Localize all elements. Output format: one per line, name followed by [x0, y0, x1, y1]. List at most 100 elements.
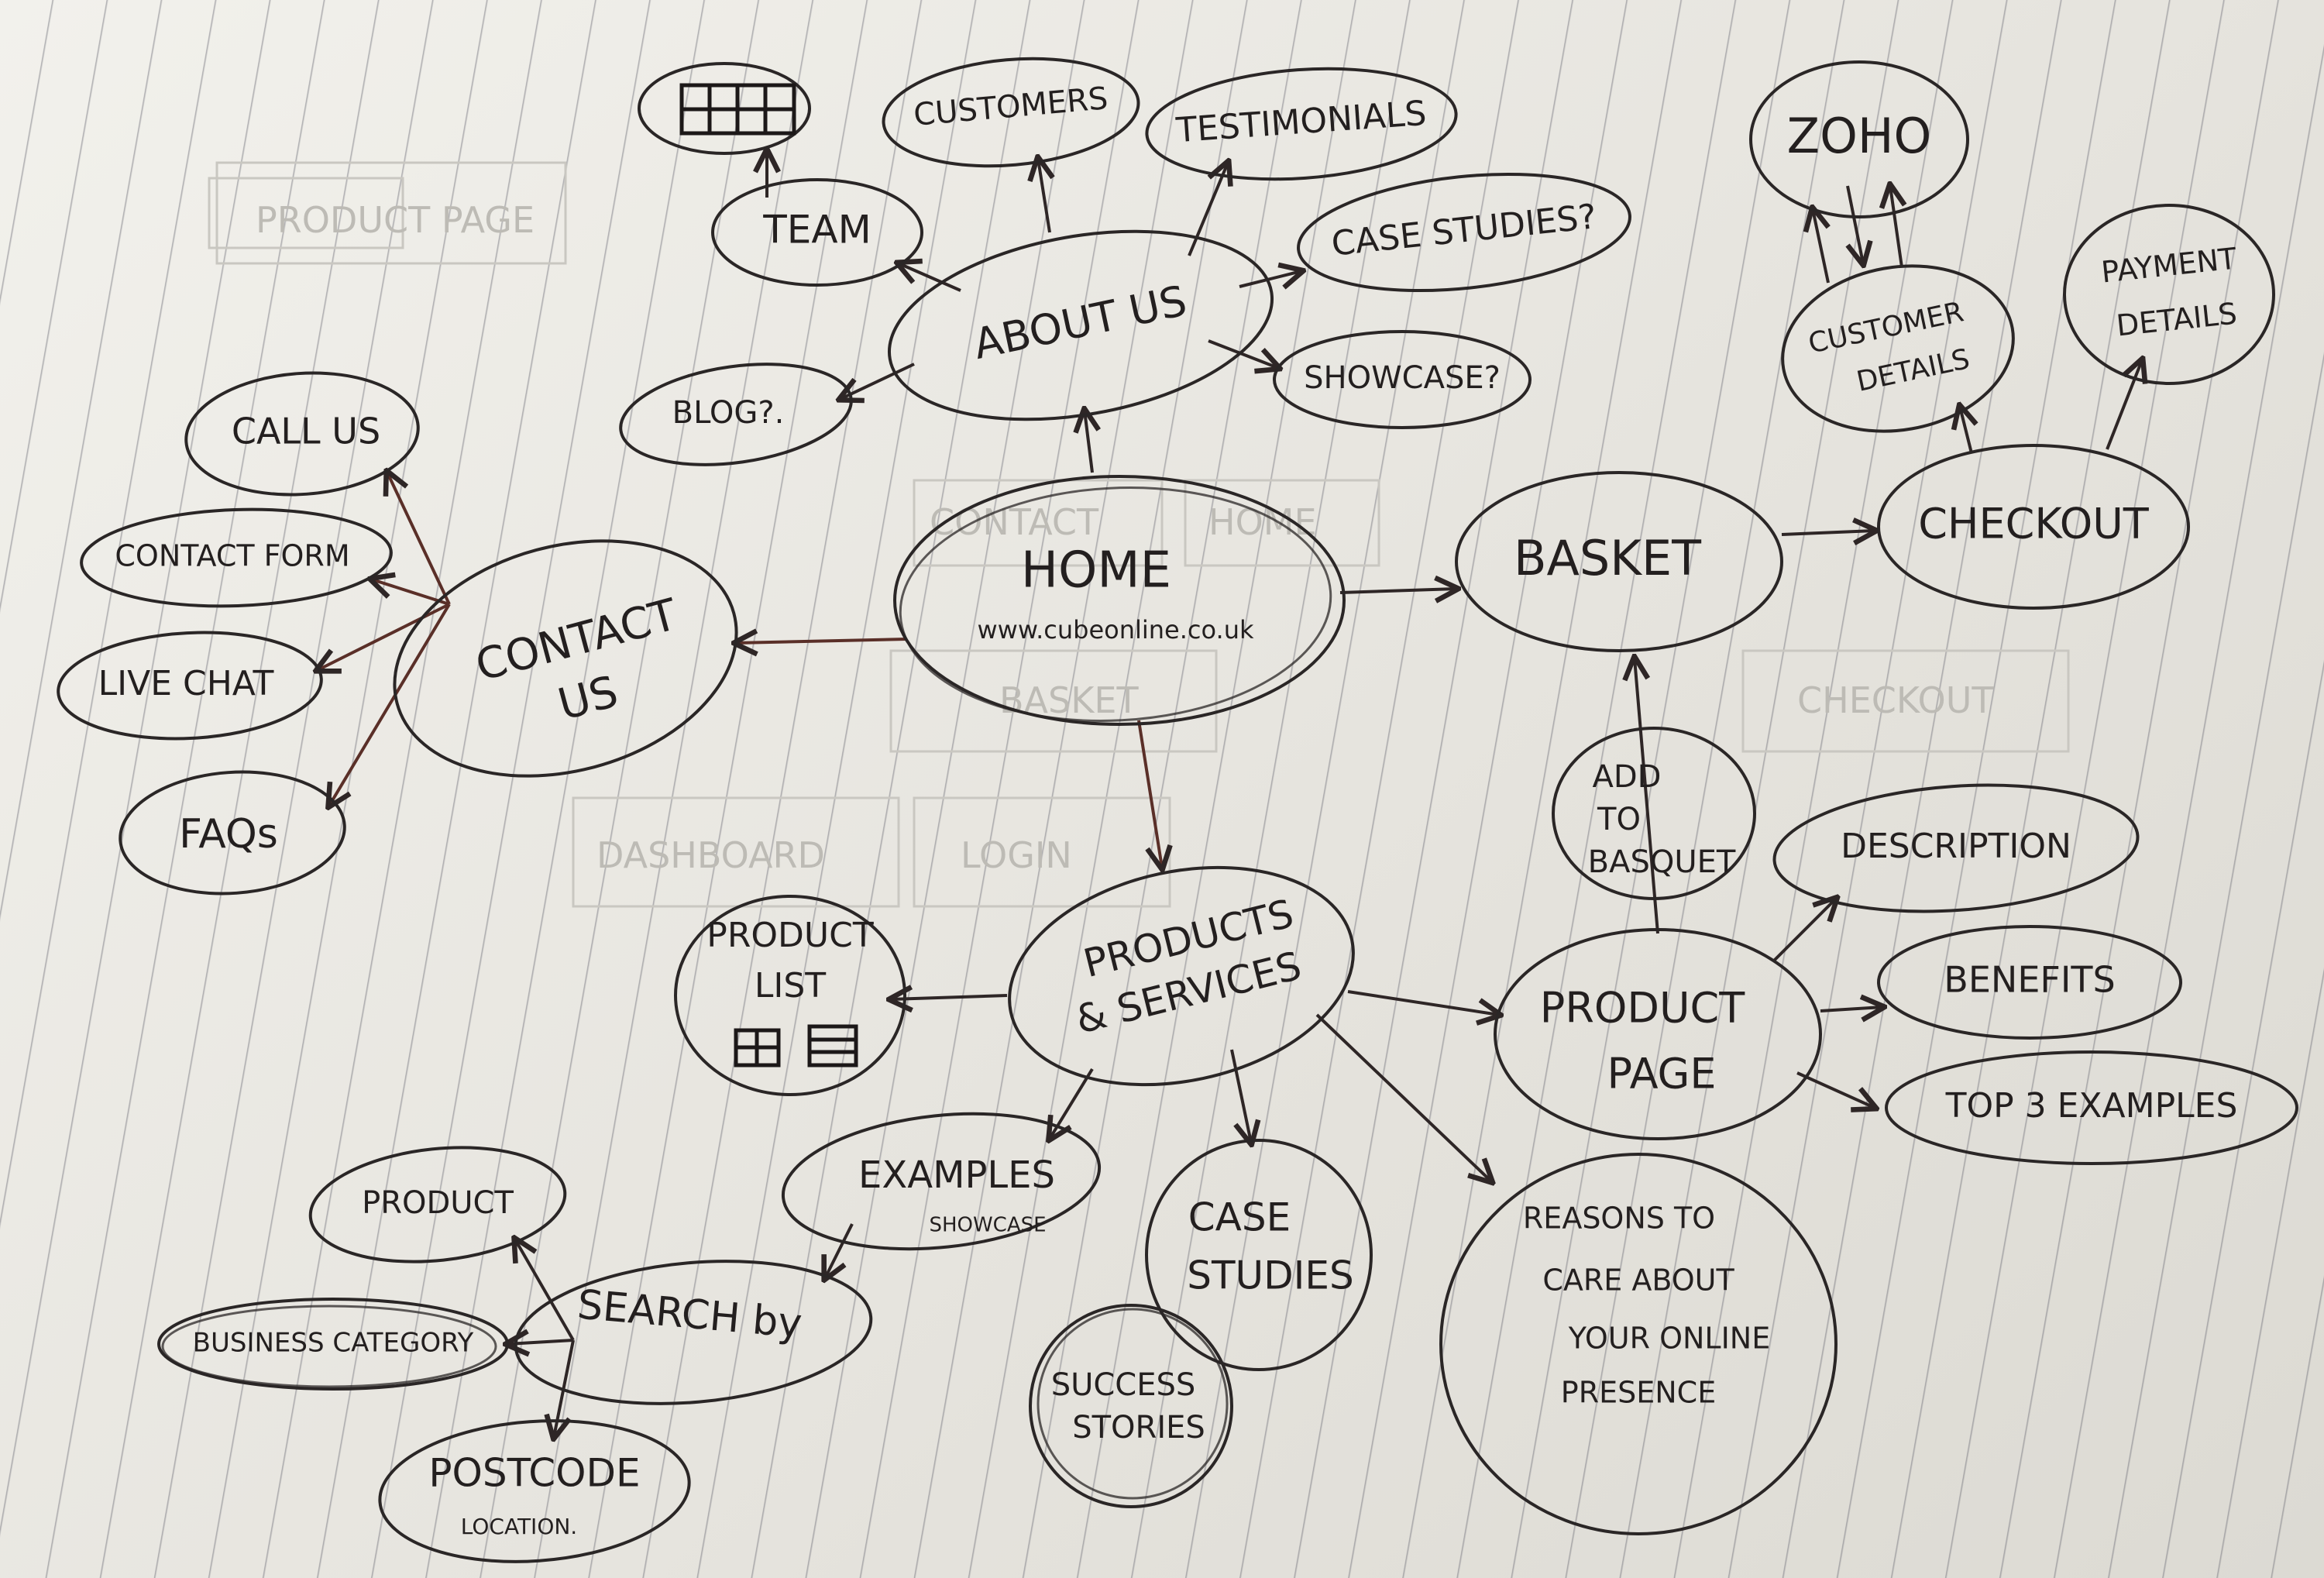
node-product-list-outline [674, 895, 906, 1096]
node-contact-form-outline [80, 507, 393, 608]
node-postcode-label: POSTCODE [428, 1451, 640, 1496]
node-add-to-basket-outline [1552, 727, 1756, 900]
node-contact-us-line2: US [553, 666, 624, 731]
node-reasons: REASONS TO CARE ABOUT YOUR ONLINE PRESEN… [1439, 1153, 1838, 1535]
arrow-productpage-benefits [1820, 1007, 1882, 1011]
node-testimonials: TESTIMONIALS [1145, 67, 1458, 181]
node-checkout: CHECKOUT [1877, 444, 2190, 610]
node-postcode-outline [378, 1419, 691, 1563]
node-home-url: www.cubeonline.co.uk [978, 615, 1254, 645]
ghost-box-1 [208, 177, 404, 249]
node-basket-outline [1455, 471, 1783, 652]
node-contact-form: CONTACT FORM [80, 507, 393, 608]
node-zoho-label: ZOHO [1787, 108, 1932, 164]
arrow-search-business [507, 1340, 574, 1344]
node-add-to-basket: ADD TO BASQUET [1552, 727, 1756, 900]
arrow-home-products [1137, 720, 1162, 868]
arrow-contact-call [387, 473, 451, 605]
node-case-studies-question-label: CASE STUDIES? [1329, 197, 1598, 264]
node-customer-details-outline [1781, 264, 2015, 433]
node-reasons-line4: PRESENCE [1561, 1376, 1716, 1410]
arrow-checkout-customer [1960, 407, 1972, 454]
ghost-product-page-label: PRODUCT PAGE [256, 199, 535, 241]
arrow-about-showcase [1208, 339, 1278, 368]
node-customers-label: CUSTOMERS [913, 81, 1110, 133]
node-zoho: ZOHO [1749, 60, 1969, 218]
node-reasons-outline [1439, 1153, 1838, 1535]
product-list-icons [734, 1024, 858, 1067]
node-team-outline [711, 178, 923, 287]
node-contact-us: CONTACT US [393, 539, 738, 778]
node-case-studies-line2: STUDIES [1187, 1253, 1353, 1298]
arrow-productpage-description [1772, 899, 1836, 962]
node-home-title: HOME [1021, 542, 1171, 600]
node-success-stories-outline-2 [1037, 1308, 1229, 1500]
node-call-us-label: CALL US [232, 411, 380, 452]
arrow-contact-form [372, 579, 450, 606]
arrow-customer-zoho [1813, 209, 1828, 284]
node-case-studies: CASE STUDIES [1145, 1139, 1373, 1371]
node-examples: EXAMPLES SHOWCASE [781, 1112, 1102, 1251]
ghost-box-dashboard [572, 796, 900, 908]
arrow-examples-search [825, 1223, 854, 1278]
node-product-list: PRODUCT LIST [674, 895, 906, 1096]
node-examples-label: EXAMPLES [858, 1153, 1055, 1197]
ghost-basket-label: BASKET [999, 679, 1139, 721]
ghost-box-product-page [215, 161, 567, 265]
ghost-checkout-label: CHECKOUT [1797, 679, 1994, 721]
node-testimonials-label: TESTIMONIALS [1174, 94, 1428, 151]
node-showcase-question-outline [1273, 330, 1532, 429]
node-payment-details: PAYMENT DETAILS [2063, 204, 2275, 385]
node-top-3-examples-label: TOP 3 EXAMPLES [1945, 1086, 2238, 1126]
node-search-by: SEARCH by [514, 1260, 873, 1405]
arrow-home-basket [1339, 589, 1456, 593]
ghost-box-contact [913, 479, 1164, 567]
node-product-page-outline [1494, 928, 1822, 1140]
ghost-box-checkout [1741, 649, 2070, 753]
node-postcode: POSTCODE LOCATION. [378, 1419, 691, 1563]
node-description: DESCRIPTION [1772, 783, 2140, 913]
node-search-by-label: SEARCH by [576, 1281, 804, 1347]
arrow-zoho-customer [1848, 185, 1863, 263]
node-product-list-line2: LIST [755, 966, 826, 1006]
node-contact-us-outline [393, 539, 738, 778]
node-live-chat-outline [57, 631, 323, 741]
node-call-us: CALL US [184, 371, 420, 497]
node-add-to-basket-line3: BASQUET [1588, 844, 1736, 880]
node-benefits: BENEFITS [1877, 925, 2182, 1040]
node-case-studies-outline [1145, 1139, 1373, 1371]
arrow-products-list [891, 995, 1008, 999]
arrow-customer-zoho-2 [1890, 186, 1902, 268]
node-blog-question-outline [619, 363, 853, 466]
arrow-home-about [1085, 411, 1092, 473]
node-business-category: BUSINESS CATEGORY [157, 1298, 509, 1391]
ghost-box-basket [889, 649, 1218, 753]
arrow-contact-faqs [329, 603, 451, 806]
node-examples-sublabel: SHOWCASE [929, 1214, 1046, 1237]
arrow-products-casestudies [1230, 1049, 1251, 1143]
ghost-box-home [1184, 479, 1380, 567]
product-list-stack-icon [807, 1024, 858, 1067]
node-about-us-label: ABOUT US [969, 276, 1191, 369]
node-top-3-examples-outline [1885, 1050, 2298, 1165]
node-showcase-question: SHOWCASE? [1273, 330, 1532, 429]
arrow-productpage-top3 [1796, 1071, 1875, 1108]
arrow-about-casestudies [1239, 271, 1301, 287]
arrow-about-customers [1038, 159, 1050, 233]
node-reasons-line3: YOUR ONLINE [1568, 1322, 1771, 1356]
node-testimonials-outline [1145, 67, 1458, 181]
node-team: TEAM [711, 178, 923, 287]
node-add-to-basket-line2: TO [1597, 802, 1641, 837]
node-case-studies-question-outline [1297, 172, 1631, 293]
node-description-label: DESCRIPTION [1841, 827, 2071, 866]
arrow-product-page-basket [1635, 658, 1659, 934]
node-faqs-outline [119, 770, 346, 896]
node-benefits-label: BENEFITS [1944, 959, 2115, 1001]
arrow-contact-chat [318, 603, 450, 670]
team-grid-icon [638, 62, 811, 155]
node-success-stories: SUCCESS STORIES [1029, 1304, 1233, 1508]
node-checkout-outline [1877, 444, 2190, 610]
team-grid-icon-outline [638, 62, 811, 155]
node-business-category-outline [157, 1298, 509, 1391]
